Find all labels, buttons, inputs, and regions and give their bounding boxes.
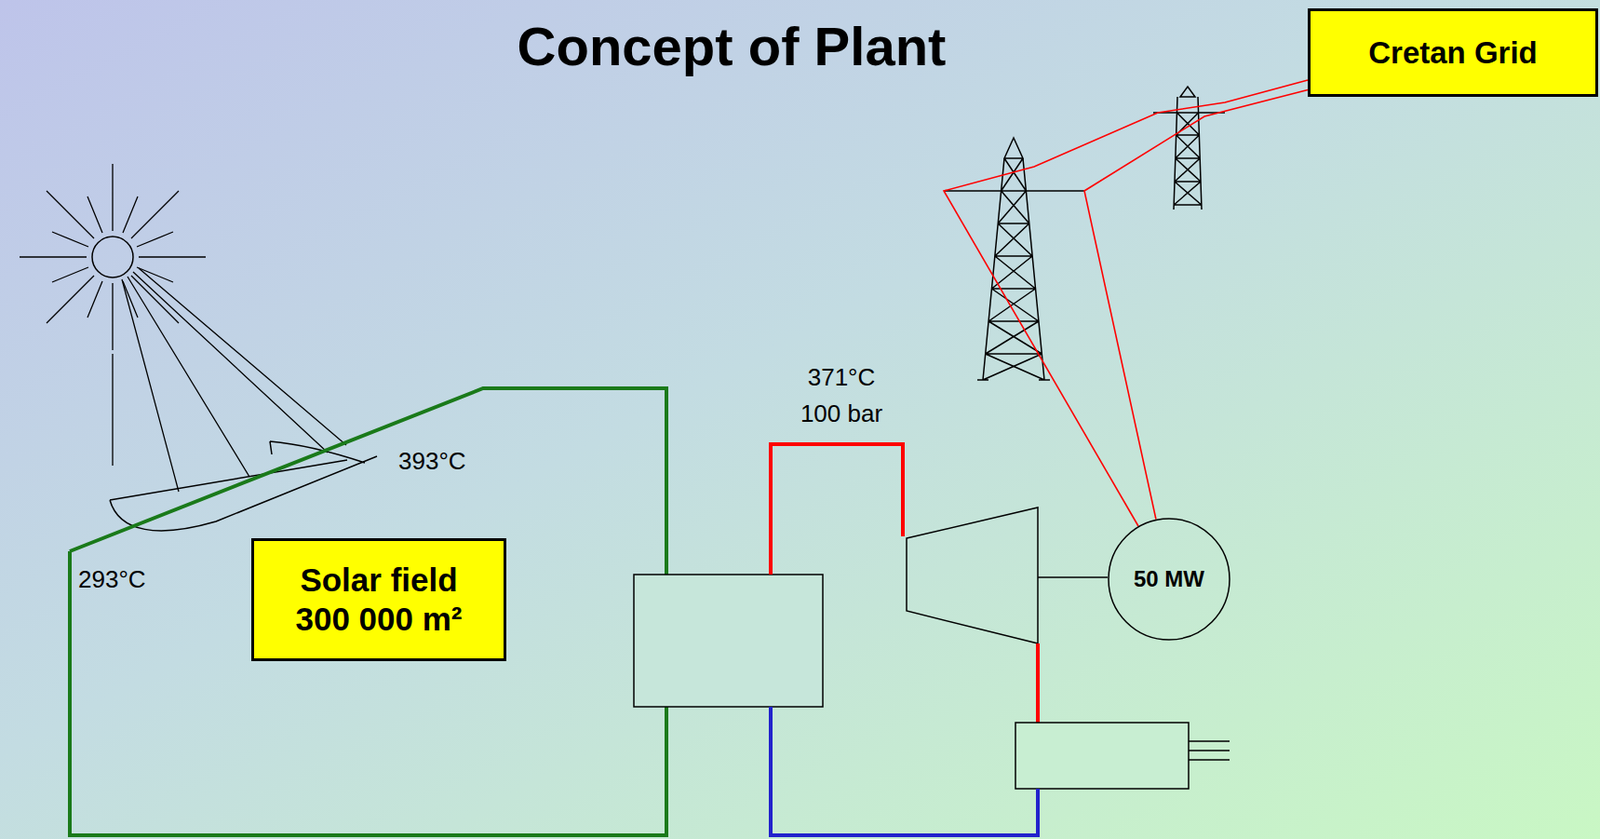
sun-disc [92,236,134,278]
node-label: Solar field 300 000 m² [265,560,493,639]
node-label: Cretan Grid [1368,34,1538,72]
generator-outline [1108,518,1230,640]
sun-rays [19,163,206,350]
title: Concept of Plant [517,14,947,78]
transmission-tower [943,137,1085,380]
generator-circle: 50 MW [1107,517,1231,641]
node-label: 50 MW [1133,565,1205,593]
annotation-label: 371°C [807,363,876,392]
annotation-label: 100 bar [800,400,883,429]
exhaust-line [1035,643,1040,723]
condenser [1015,722,1189,789]
feedwater-line [770,706,1038,835]
power-line [1084,90,1308,520]
steam-line [770,443,903,575]
heat-exchanger [633,574,823,707]
trough-collector [109,441,377,531]
power-wire [943,80,1308,526]
annotation-label: 293°C [78,565,147,594]
turbine-shaft [1037,576,1108,579]
sun-beams [112,268,347,492]
solar-field-box: Solar field 300 000 m² [251,537,507,661]
annotation-label: 393°C [398,447,467,476]
transmission-tower [1153,86,1225,210]
cooling-water-pipes [1188,740,1230,760]
steam-turbine [906,507,1038,644]
grid-box: Cretan Grid [1307,8,1599,97]
oil-loop-return [69,551,667,835]
